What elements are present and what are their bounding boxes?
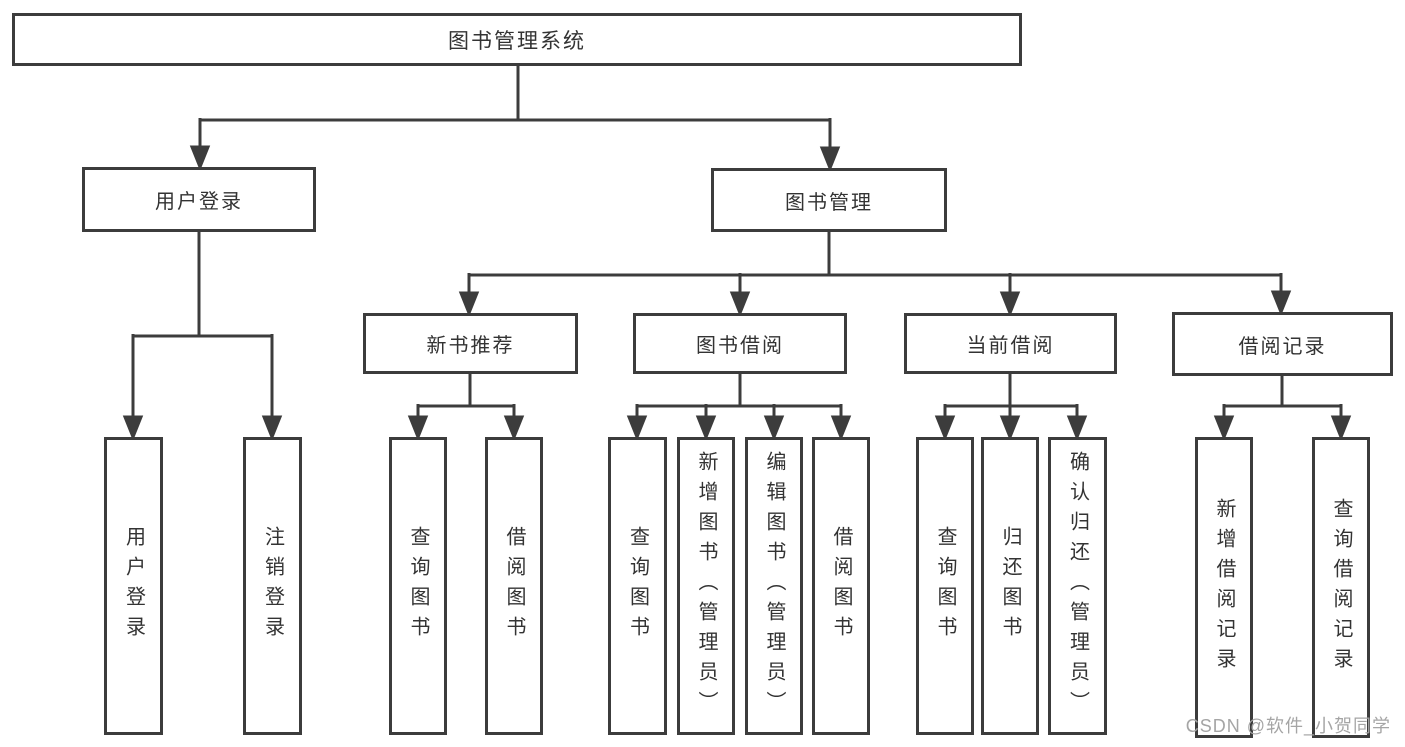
- leaf-nbr-query-books-label: 查询图书: [407, 526, 429, 646]
- node-book-management: 图书管理: [711, 168, 947, 232]
- leaf-cb-query-books-label: 查询图书: [934, 526, 956, 646]
- node-book-borrowing: 图书借阅: [633, 313, 847, 374]
- node-new-book-recommendation-label: 新书推荐: [426, 335, 515, 357]
- leaf-bb-borrow-books: 借阅图书: [812, 437, 870, 735]
- leaf-bb-borrow-books-label: 借阅图书: [830, 526, 852, 646]
- node-book-management-label: 图书管理: [785, 191, 873, 214]
- leaf-bb-edit-books-admin-label: 编辑图书（管理员）: [763, 451, 785, 721]
- node-user-login-label: 用户登录: [155, 191, 243, 213]
- node-current-borrowing: 当前借阅: [904, 313, 1117, 374]
- leaf-logout: 注销登录: [243, 437, 302, 735]
- leaf-cb-return-books: 归还图书: [981, 437, 1039, 735]
- leaf-cb-query-books: 查询图书: [916, 437, 974, 735]
- leaf-nbr-borrow-books: 借阅图书: [485, 437, 543, 735]
- leaf-user-login-label: 用户登录: [122, 526, 145, 646]
- leaf-bb-add-books-admin: 新增图书（管理员）: [677, 437, 735, 735]
- node-current-borrowing-label: 当前借阅: [966, 335, 1055, 357]
- leaf-cb-return-books-label: 归还图书: [999, 526, 1021, 646]
- leaf-br-add-record: 新增借阅记录: [1195, 437, 1253, 738]
- leaf-bb-query-books-label: 查询图书: [626, 526, 649, 646]
- leaf-bb-query-books: 查询图书: [608, 437, 667, 735]
- leaf-bb-edit-books-admin: 编辑图书（管理员）: [745, 437, 803, 735]
- leaf-br-add-record-label: 新增借阅记录: [1213, 497, 1235, 678]
- leaf-nbr-query-books: 查询图书: [389, 437, 447, 735]
- leaf-nbr-borrow-books-label: 借阅图书: [503, 526, 525, 646]
- leaf-br-query-record: 查询借阅记录: [1312, 437, 1370, 738]
- leaf-cb-confirm-return-admin: 确认归还（管理员）: [1048, 437, 1107, 735]
- node-root: 图书管理系统: [12, 13, 1022, 66]
- node-user-login: 用户登录: [82, 167, 316, 232]
- node-root-label: 图书管理系统: [448, 29, 586, 53]
- node-new-book-recommendation: 新书推荐: [363, 313, 578, 374]
- leaf-cb-confirm-return-admin-label: 确认归还（管理员）: [1066, 451, 1089, 721]
- node-borrowing-records-label: 借阅记录: [1238, 335, 1327, 358]
- node-book-borrowing-label: 图书借阅: [696, 335, 784, 357]
- leaf-bb-add-books-admin-label: 新增图书（管理员）: [695, 451, 717, 721]
- leaf-user-login: 用户登录: [104, 437, 163, 735]
- node-borrowing-records: 借阅记录: [1172, 312, 1393, 376]
- leaf-br-query-record-label: 查询借阅记录: [1330, 497, 1352, 678]
- leaf-logout-label: 注销登录: [261, 526, 284, 646]
